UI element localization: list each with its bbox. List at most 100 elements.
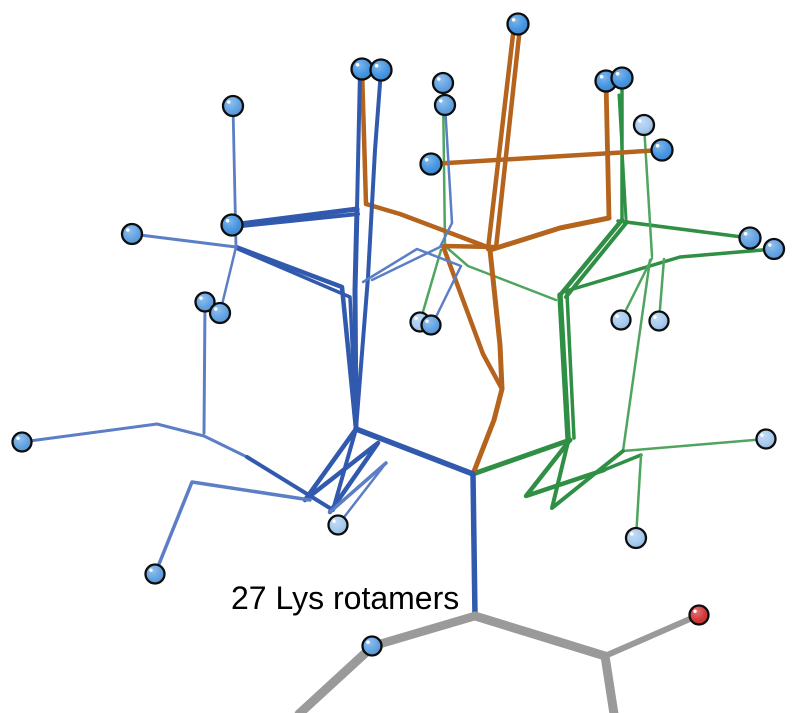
atom-sphere-nz <box>419 152 443 176</box>
rotamer-bond-green <box>621 258 652 453</box>
atom-sphere-o <box>688 604 710 626</box>
atom-sphere-nz <box>208 301 232 325</box>
rotamer-bond-blue <box>130 232 238 249</box>
sphere-highlight <box>16 436 20 440</box>
sphere-highlight <box>768 243 772 247</box>
sphere-highlight <box>743 232 748 236</box>
atom-spheres-layer <box>11 12 786 657</box>
rotamer-bond-green <box>642 123 654 258</box>
sphere-highlight <box>437 77 441 81</box>
atom-sphere-nz <box>431 71 455 95</box>
atom-sphere-nz <box>610 309 632 331</box>
atom-sphere-nz <box>350 57 374 81</box>
sphere-highlight <box>615 314 619 318</box>
sphere-highlight <box>615 72 620 76</box>
rotamer-bond-green <box>602 453 643 472</box>
rotamer-bond-orange <box>487 215 612 253</box>
rotamer-count-caption: 27 Lys rotamers <box>231 580 460 616</box>
backbone-bond <box>600 651 619 713</box>
sphere-highlight <box>149 568 153 572</box>
rotamer-bond-green <box>523 437 607 499</box>
rotamer-bond-orange <box>485 23 517 252</box>
rotamer-bond-green <box>558 217 625 297</box>
atom-sphere-nz <box>738 226 762 250</box>
rotamer-bond-blue <box>470 471 478 619</box>
sphere-highlight <box>414 316 418 320</box>
rotamer-bond-green <box>561 247 776 294</box>
rotamer-bond-green <box>441 85 558 302</box>
rotamer-bond-green <box>617 93 628 221</box>
atom-sphere-nz <box>610 66 634 90</box>
sphere-highlight <box>653 315 657 319</box>
atom-sphere-nz <box>420 314 442 336</box>
sphere-highlight <box>693 609 697 613</box>
sphere-highlight <box>126 228 130 232</box>
rotamer-bond-blue <box>230 212 360 229</box>
sphere-highlight <box>424 158 429 162</box>
rotamer-bond-orange <box>493 24 523 251</box>
rotamer-bond-blue <box>20 422 249 459</box>
atom-sphere-n <box>361 635 383 657</box>
rotamer-bond-green <box>470 437 573 477</box>
backbone-bond <box>368 611 480 651</box>
rotamer-bond-orange <box>428 147 665 167</box>
sphere-highlight <box>630 532 634 536</box>
sphere-highlight <box>199 296 203 300</box>
atom-sphere-nz <box>194 291 216 313</box>
rotamer-bond-green <box>619 256 654 322</box>
atom-sphere-nz <box>144 563 166 585</box>
rotamer-bond-blue <box>218 245 238 315</box>
atom-sphere-nz <box>369 58 393 82</box>
backbone-bond <box>602 612 702 659</box>
atom-sphere-nz <box>624 526 648 550</box>
rotamer-bond-green <box>550 440 625 510</box>
atom-sphere-nz <box>220 213 244 237</box>
atom-sphere-nz <box>632 113 656 137</box>
sphere-highlight <box>439 99 443 103</box>
atom-sphere-nz <box>506 12 530 36</box>
rotamer-bond-blue <box>328 461 388 514</box>
backbone-layer <box>294 611 702 713</box>
rotamer-bond-blue <box>352 206 360 432</box>
sphere-highlight <box>425 319 429 323</box>
atom-sphere-nz <box>221 94 245 118</box>
atom-sphere-nz <box>650 138 674 162</box>
sphere-highlight <box>225 219 230 223</box>
backbone-bond <box>294 641 378 713</box>
sphere-highlight <box>511 18 516 22</box>
rotamer-bond-blue <box>336 461 388 527</box>
atom-sphere-nz <box>11 431 33 453</box>
rotamer-bond-blue <box>229 206 360 228</box>
rotamer-bond-blue <box>153 480 312 576</box>
sphere-highlight <box>227 100 231 104</box>
rotamer-bond-blue <box>355 70 362 211</box>
rotamer-bond-blue <box>233 244 359 432</box>
backbone-bond <box>470 611 610 661</box>
sphere-highlight <box>638 119 642 123</box>
rotamer-bond-green <box>557 292 571 441</box>
rotamer-bond-blue <box>236 247 358 431</box>
rotamer-bond-orange <box>440 243 505 392</box>
rotamer-bond-green <box>565 292 576 440</box>
sphere-highlight <box>332 519 336 523</box>
atom-sphere-nz <box>433 93 457 117</box>
rotamer-bond-green <box>616 219 752 240</box>
atom-sphere-nz <box>120 222 144 246</box>
rotamer-bond-blue <box>370 103 454 282</box>
rotamer-bond-green <box>418 248 443 324</box>
rotamer-bond-blue <box>361 247 463 327</box>
sphere-highlight <box>214 307 218 311</box>
rotamer-bond-green <box>634 453 643 540</box>
sphere-highlight <box>655 144 660 148</box>
atom-sphere-nz <box>327 514 349 536</box>
sphere-highlight <box>599 75 604 79</box>
rotamer-bond-blue <box>353 426 476 477</box>
atom-sphere-nz <box>648 310 670 332</box>
rotamer-bond-green <box>621 437 768 453</box>
rotamer-bond-orange <box>603 78 612 221</box>
rotamer-bond-orange <box>359 66 493 251</box>
rotamer-bond-blue <box>302 426 381 515</box>
sphere-highlight <box>366 640 370 644</box>
sphere-highlight <box>760 433 764 437</box>
